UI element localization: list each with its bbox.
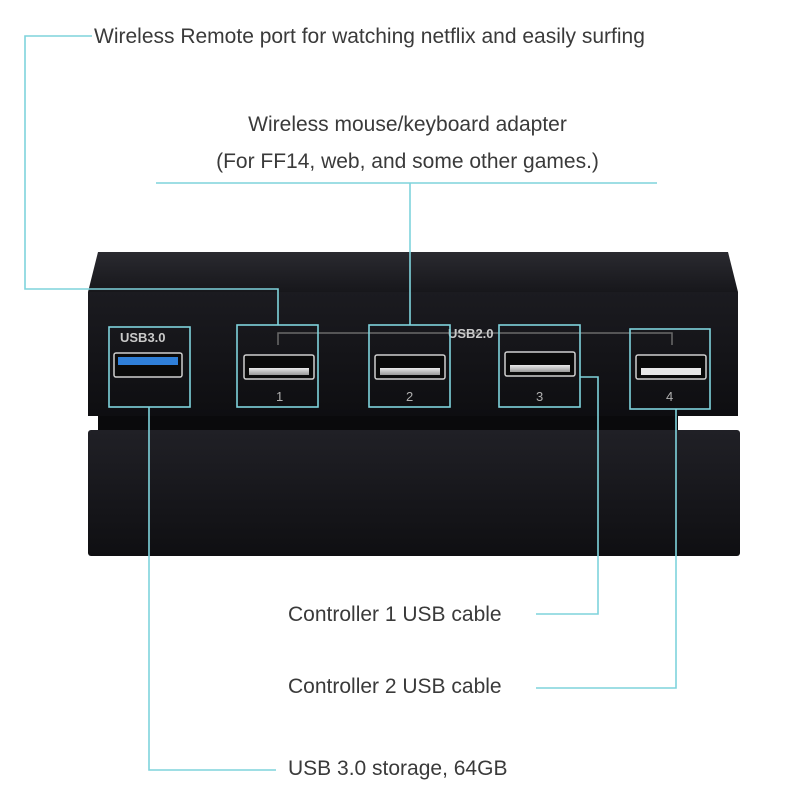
callout-adapter-title: Wireless mouse/keyboard adapter <box>248 113 567 136</box>
usb2-port-4 <box>635 354 707 380</box>
callout-remote-port: Wireless Remote port for watching netfli… <box>94 25 645 48</box>
usb2-port-1 <box>243 354 315 380</box>
callout-controller1: Controller 1 USB cable <box>288 603 502 626</box>
port-number-4: 4 <box>666 389 673 404</box>
callout-adapter-subtitle: (For FF14, web, and some other games.) <box>216 150 599 173</box>
callout-storage: USB 3.0 storage, 64GB <box>288 757 508 780</box>
usb3-port <box>113 352 183 378</box>
usb2-label: USB2.0 <box>448 326 494 341</box>
port-number-3: 3 <box>536 389 543 404</box>
callout-controller2: Controller 2 USB cable <box>288 675 502 698</box>
port-number-2: 2 <box>406 389 413 404</box>
usb2-port-2 <box>374 354 446 380</box>
usb3-label: USB3.0 <box>120 330 166 345</box>
usb2-port-3 <box>504 351 576 377</box>
hub-base <box>88 416 740 556</box>
port-number-1: 1 <box>276 389 283 404</box>
